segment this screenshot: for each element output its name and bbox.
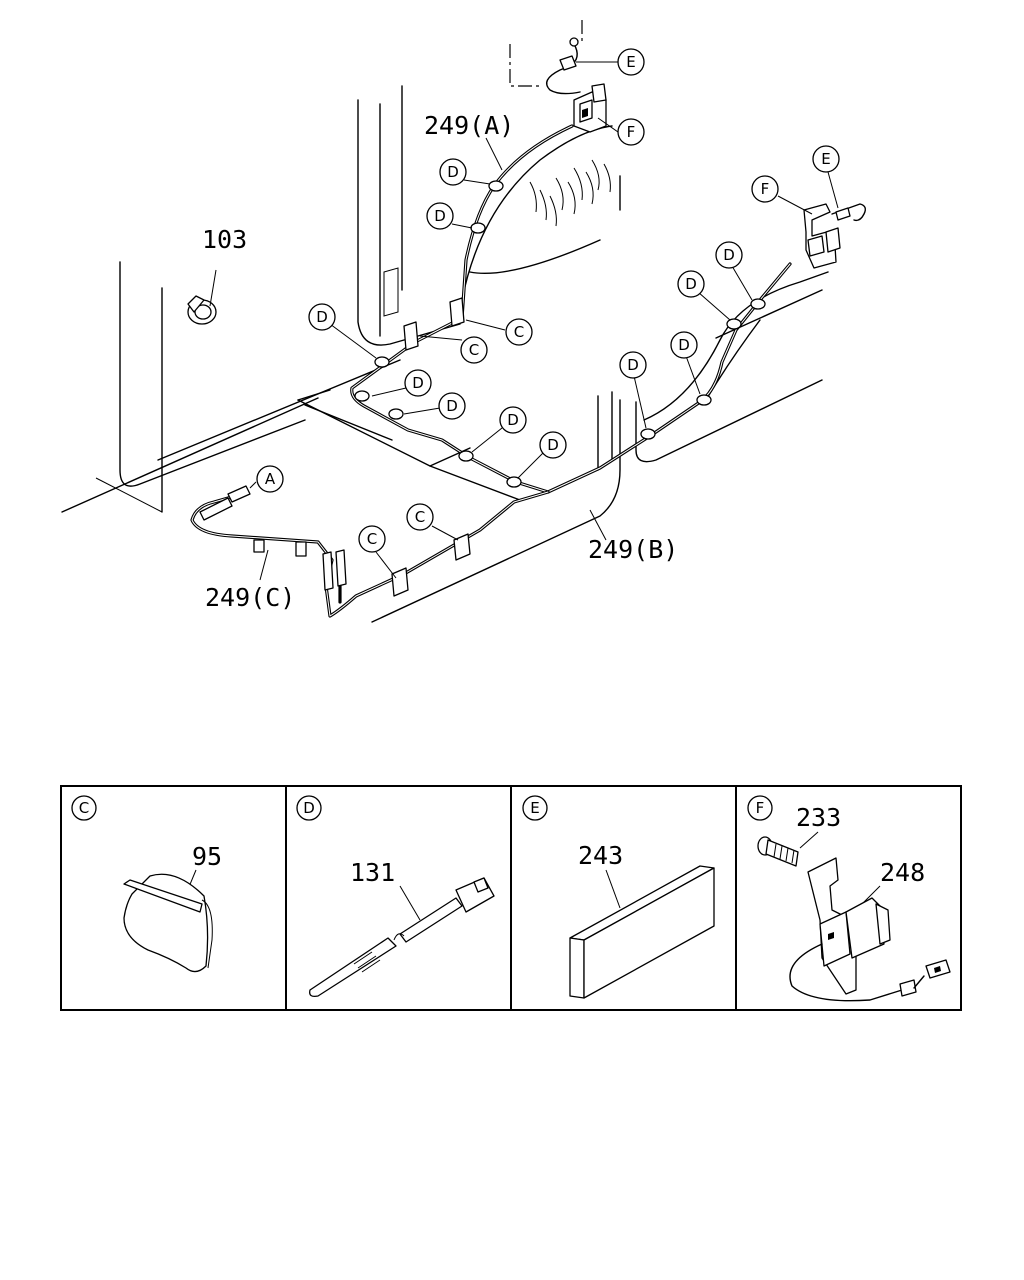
part-number-131: 131 — [350, 858, 395, 887]
tie-d-11 — [750, 298, 766, 310]
circle-callout-d-5: D — [438, 392, 466, 420]
tie-d-1 — [488, 180, 504, 192]
bolt-233-drawing — [757, 836, 799, 867]
tie-d-9 — [696, 394, 712, 406]
tie-d-10 — [726, 318, 742, 330]
svg-text:C: C — [469, 341, 479, 359]
svg-text:D: D — [507, 411, 519, 429]
svg-text:D: D — [412, 374, 424, 392]
circle-callout-d-4: D — [404, 369, 432, 397]
part-number-249c: 249(C) — [205, 583, 295, 612]
svg-text:D: D — [627, 356, 639, 374]
circle-callout-a: A — [256, 465, 284, 493]
clip-c-4 — [391, 567, 409, 597]
part-number-248: 248 — [880, 858, 925, 887]
svg-text:D: D — [678, 336, 690, 354]
cable-249c — [190, 485, 550, 618]
svg-text:F: F — [627, 123, 636, 141]
tie-d-3 — [374, 356, 390, 368]
wheel-arch-ribs — [529, 159, 611, 227]
svg-text:F: F — [761, 180, 770, 198]
panel-e-letter: E — [522, 795, 548, 821]
clip-c-3 — [453, 533, 471, 561]
leader-lines — [249, 61, 839, 581]
part-103-grommet — [187, 269, 217, 325]
sensor-248-drawing — [789, 857, 951, 1002]
svg-text:E: E — [821, 150, 830, 168]
part-number-249b: 249(B) — [588, 535, 678, 564]
svg-text:D: D — [316, 308, 328, 326]
pad-243-drawing — [569, 865, 715, 999]
panel-c-letter: C — [71, 795, 97, 821]
svg-text:C: C — [415, 508, 425, 526]
svg-text:E: E — [530, 799, 539, 817]
clip-c-1 — [403, 321, 419, 351]
svg-text:E: E — [626, 53, 635, 71]
cable-249a — [413, 124, 574, 344]
detail-panel-c: C 95 — [71, 795, 222, 973]
svg-text:A: A — [265, 470, 276, 488]
svg-text:D: D — [447, 163, 459, 181]
circle-callout-f-right: F — [751, 175, 779, 203]
svg-text:D: D — [303, 799, 315, 817]
tie-131-drawing — [309, 877, 495, 998]
circle-callout-c-4: C — [406, 503, 434, 531]
detail-panel-f: F 233 248 — [747, 795, 951, 1002]
tie-d-5 — [388, 408, 404, 420]
circle-callout-d-8: D — [619, 351, 647, 379]
circle-callout-d-3: D — [308, 303, 336, 331]
part-number-243: 243 — [578, 841, 623, 870]
tie-d-2 — [470, 222, 486, 234]
circle-callout-c-1: C — [460, 336, 488, 364]
clip-95-drawing — [123, 873, 213, 973]
svg-text:D: D — [446, 397, 458, 415]
panel-d-letter: D — [296, 795, 322, 821]
circle-callout-d-11: D — [715, 241, 743, 269]
harness-fasteners — [354, 180, 766, 597]
part-number-249a: 249(A) — [424, 111, 514, 140]
circle-callout-d-6: D — [499, 406, 527, 434]
tie-d-8 — [640, 428, 656, 440]
svg-text:D: D — [434, 207, 446, 225]
svg-text:C: C — [367, 530, 377, 548]
detail-panels-table — [60, 785, 962, 1011]
svg-text:D: D — [685, 275, 697, 293]
clip-c-2 — [449, 297, 465, 327]
detail-panel-e: E 243 — [522, 795, 715, 999]
tie-d-4 — [354, 390, 370, 402]
svg-text:D: D — [723, 246, 735, 264]
tie-d-6 — [458, 450, 474, 462]
part-number-103: 103 — [202, 225, 247, 254]
circle-callout-c-3: C — [358, 525, 386, 553]
circle-callout-d-10: D — [677, 270, 705, 298]
svg-text:C: C — [514, 323, 524, 341]
circle-callout-f-top: F — [617, 118, 645, 146]
circle-callout-d-2: D — [426, 202, 454, 230]
circle-callout-d-9: D — [670, 331, 698, 359]
tie-d-7 — [506, 476, 522, 488]
detail-panel-d: D 131 — [296, 795, 495, 998]
circle-callout-e-top: E — [617, 48, 645, 76]
right-sensor-f — [803, 203, 841, 269]
circle-callout-d-1: D — [439, 158, 467, 186]
upper-sensor-f — [573, 83, 607, 133]
circle-callout-c-2: C — [505, 318, 533, 346]
right-wire-e — [831, 203, 867, 222]
svg-text:C: C — [79, 799, 89, 817]
part-number-233: 233 — [796, 803, 841, 832]
part-number-95: 95 — [192, 842, 222, 871]
svg-text:F: F — [756, 799, 765, 817]
cab-body-outline — [61, 20, 829, 623]
svg-text:D: D — [547, 436, 559, 454]
upper-wire-e — [546, 37, 581, 95]
circle-callout-e-right: E — [812, 145, 840, 173]
circle-callout-d-7: D — [539, 431, 567, 459]
panel-f-letter: F — [747, 795, 773, 821]
